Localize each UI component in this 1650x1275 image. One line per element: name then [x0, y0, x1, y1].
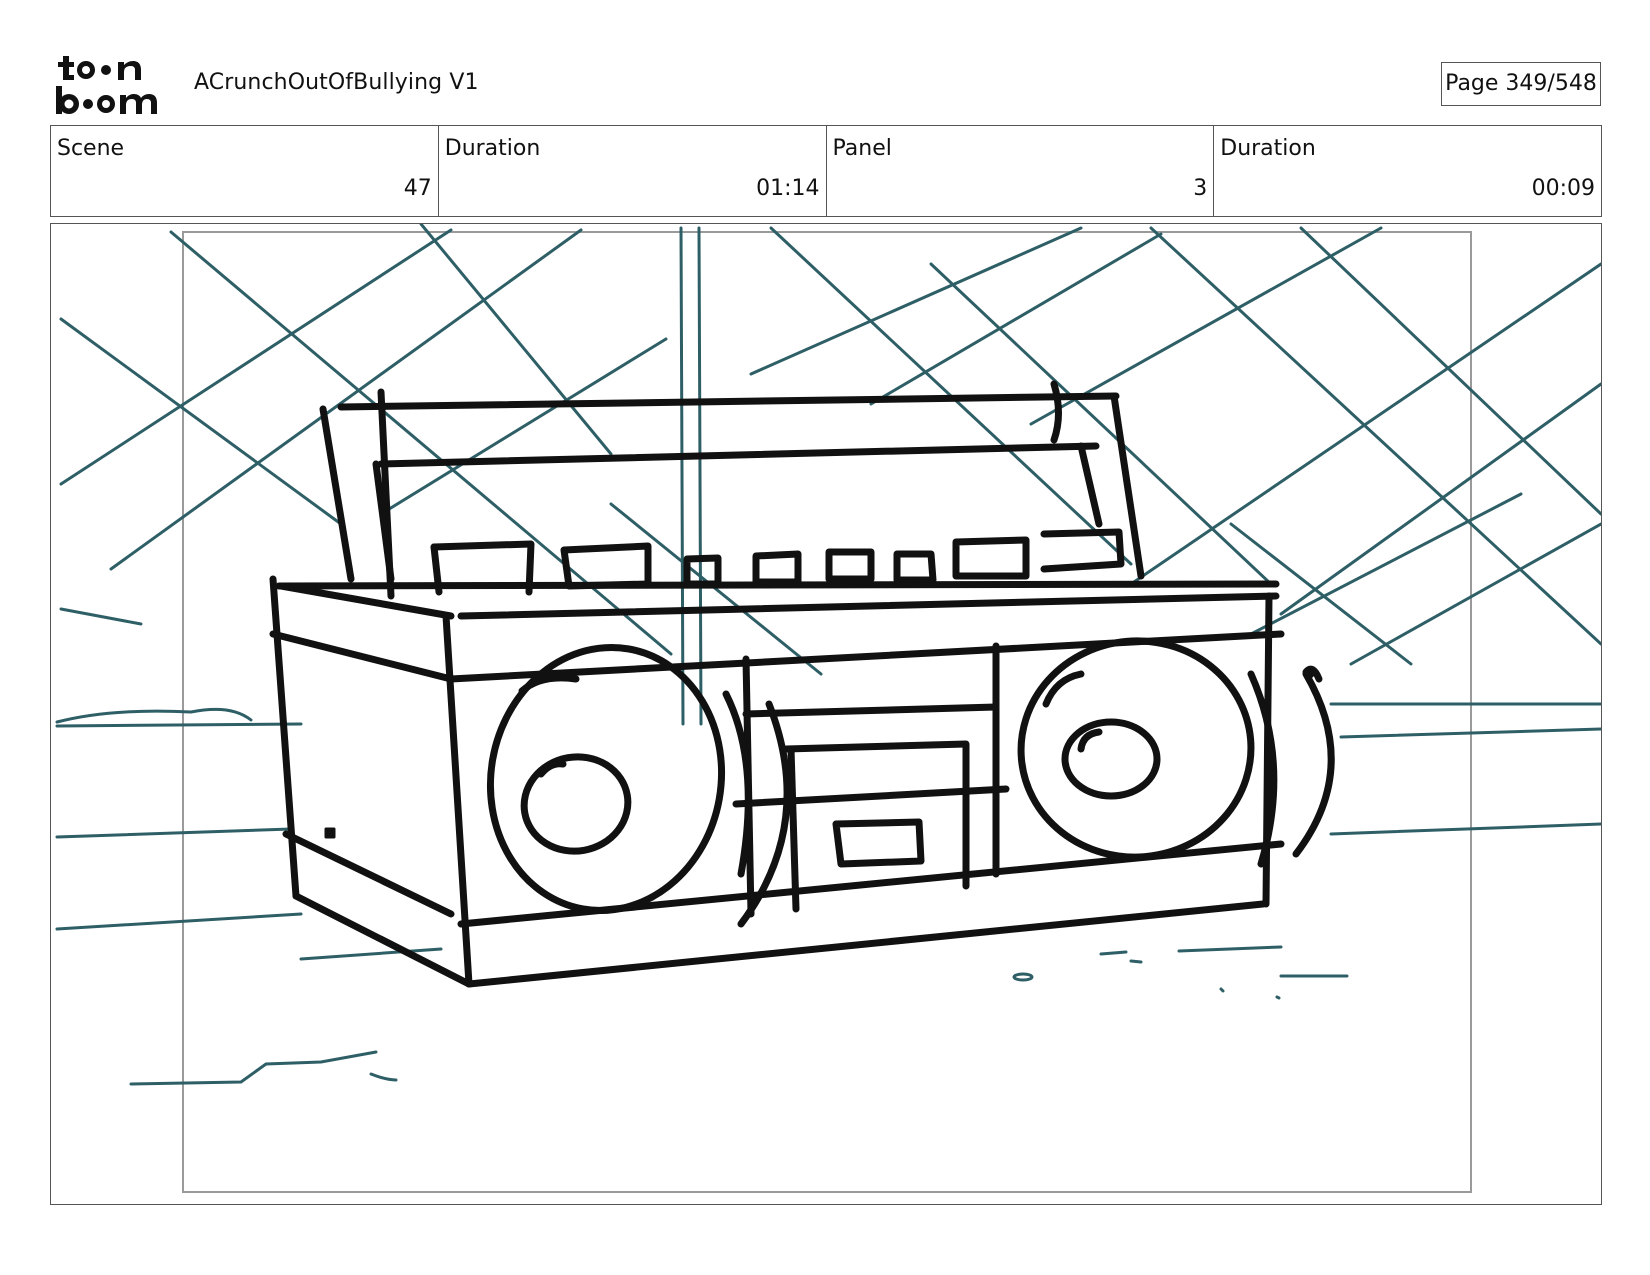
- boombox: [269, 380, 1335, 988]
- scene-duration-value: 01:14: [756, 176, 820, 201]
- storyboard-panel: [50, 223, 1602, 1205]
- panel-label: Panel: [832, 136, 892, 161]
- scene-label: Scene: [57, 136, 125, 161]
- scene-cell: Scene 47: [51, 126, 439, 216]
- panel-duration-label: Duration: [1220, 136, 1316, 161]
- floor-lines: [55, 702, 1601, 1086]
- panel-value: 3: [1193, 176, 1208, 201]
- panel-duration-value: 00:09: [1531, 176, 1595, 201]
- boombox-sketch: [55, 224, 1601, 1193]
- scene-duration-cell: Duration 01:14: [439, 126, 827, 216]
- toon-boom-logo: [54, 54, 172, 116]
- project-title: ACrunchOutOfBullying V1: [194, 70, 479, 95]
- scene-value: 47: [403, 176, 432, 201]
- window-grid-lines: [59, 224, 1601, 726]
- scene-duration-label: Duration: [444, 136, 541, 161]
- panel-duration-cell: Duration 00:09: [1214, 126, 1601, 216]
- panel-cell: Panel 3: [827, 126, 1215, 216]
- scene-info-table: Scene 47 Duration 01:14 Panel 3 Duration…: [50, 125, 1602, 217]
- page-indicator: Page 349/548: [1441, 62, 1601, 106]
